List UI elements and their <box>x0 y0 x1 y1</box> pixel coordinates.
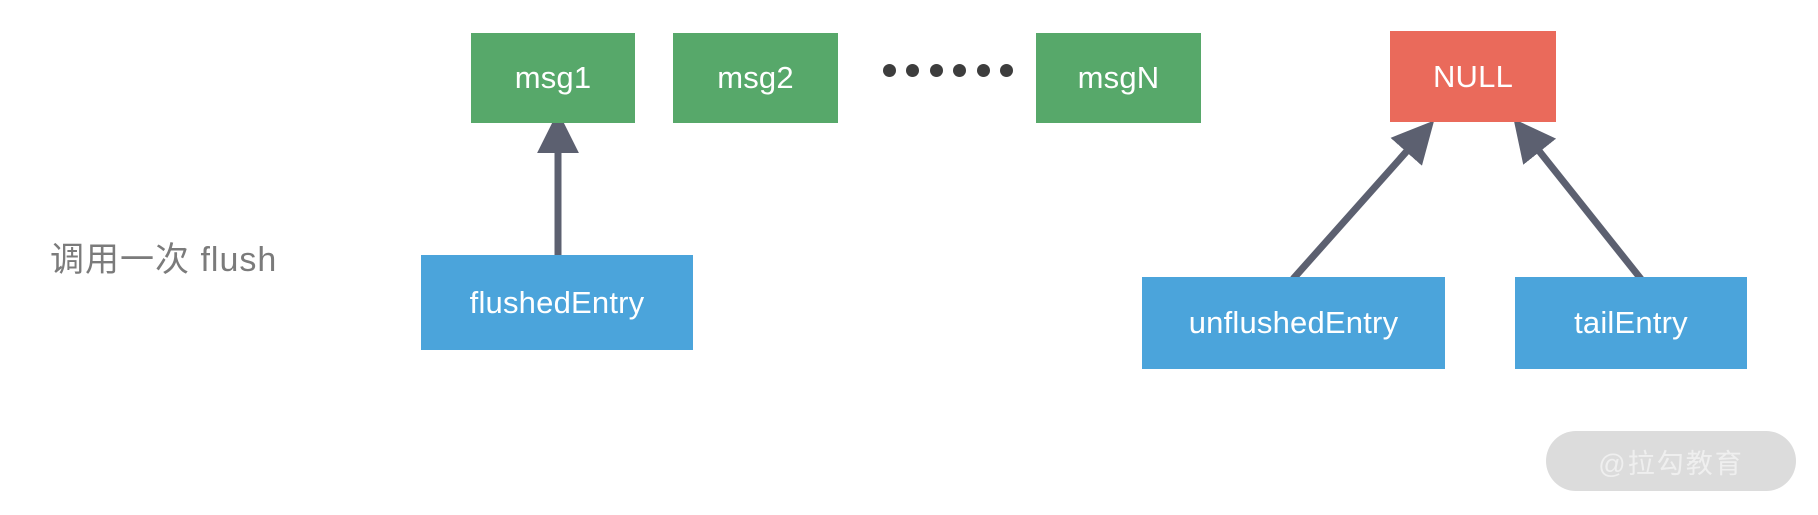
node-msgn-label: msgN <box>1077 60 1160 95</box>
ellipsis-dot <box>976 63 990 77</box>
ellipsis-dots <box>883 55 1013 85</box>
ellipsis-dot <box>906 63 920 77</box>
node-msg2-label: msg2 <box>717 60 794 95</box>
ellipsis-dot <box>953 63 967 77</box>
watermark: @拉勾教育 <box>1546 431 1796 491</box>
node-unflushedentry[interactable]: unflushedEntry <box>1142 277 1445 369</box>
node-msg1[interactable]: msg1 <box>471 33 635 123</box>
node-msgn[interactable]: msgN <box>1036 33 1201 123</box>
node-unflushedentry-label: unflushedEntry <box>1188 305 1399 340</box>
arrow-tailentry-to-null <box>1513 118 1644 282</box>
caption-flush-once: 调用一次 flush <box>50 241 278 279</box>
node-tailentry-label: tailEntry <box>1574 305 1688 340</box>
node-null-label: NULL <box>1432 58 1514 94</box>
watermark-label: @拉勾教育 <box>1598 448 1744 479</box>
node-flushedentry-label: flushedEntry <box>469 284 645 320</box>
node-flushedentry[interactable]: flushedEntry <box>421 255 693 350</box>
ellipsis-dot <box>929 63 943 77</box>
node-null[interactable]: NULL <box>1390 31 1556 122</box>
node-tailentry[interactable]: tailEntry <box>1515 277 1747 369</box>
node-msg1-label: msg1 <box>514 60 592 95</box>
node-msg2[interactable]: msg2 <box>673 33 838 123</box>
arrow-unflushedentry-to-null <box>1290 120 1435 282</box>
ellipsis-dot <box>883 63 896 77</box>
ellipsis-dot <box>999 63 1013 77</box>
